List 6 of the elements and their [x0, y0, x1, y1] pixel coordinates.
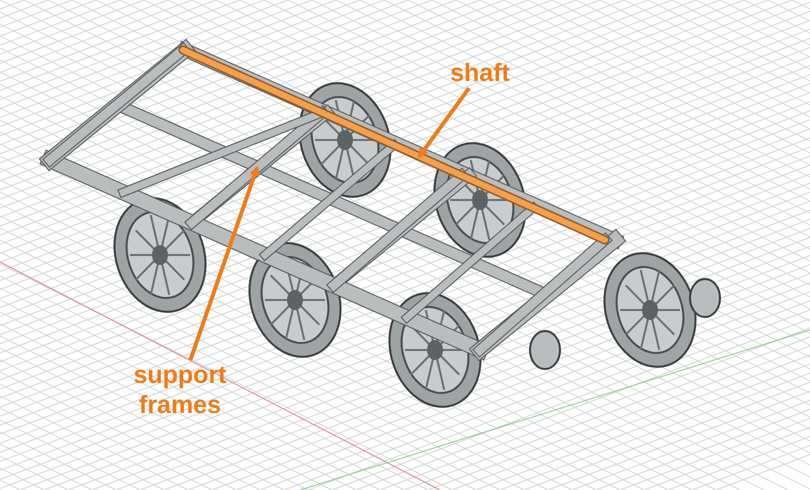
- leader-arrow: [418, 86, 471, 158]
- callout-label: support frames: [105, 360, 255, 420]
- shaft: [178, 46, 610, 244]
- leader-arrow: [188, 166, 260, 361]
- support-frame: [118, 107, 328, 228]
- callout-label: shaft: [440, 58, 520, 88]
